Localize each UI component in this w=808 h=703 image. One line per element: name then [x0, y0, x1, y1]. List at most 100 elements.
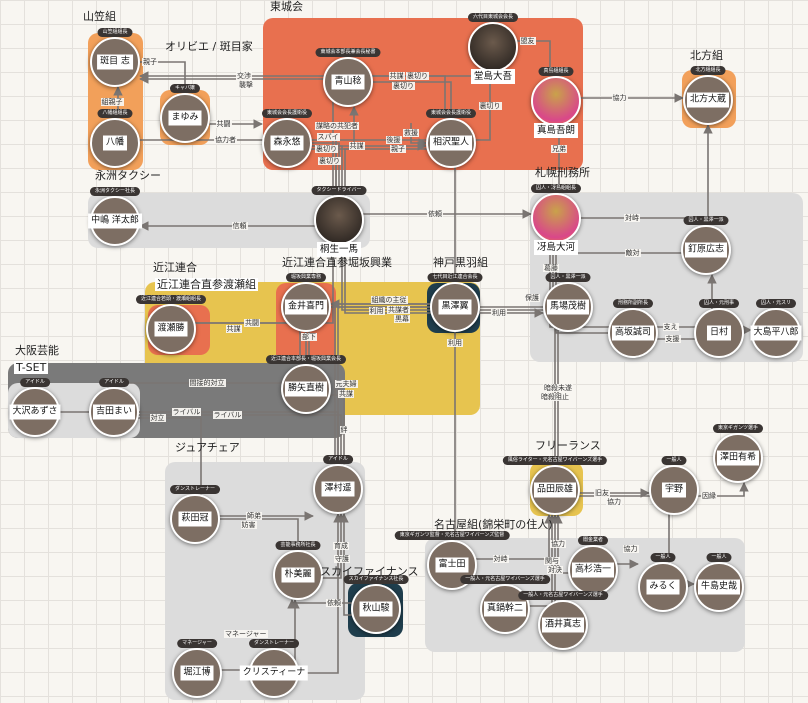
character-node-kanai[interactable]: 堀坂興業専務金井喜門 — [281, 273, 331, 332]
character-node-haruka[interactable]: アイドル澤村遥 — [313, 455, 363, 514]
character-node-christina[interactable]: ダンストレーナークリスティーナ — [239, 639, 309, 698]
edge-label: 襲撃 — [238, 81, 254, 89]
edge-label: ライバル — [212, 411, 243, 419]
character-node-dojima[interactable]: 六代目東城会会長堂島大吾 — [467, 13, 519, 84]
character-node-park[interactable]: 芸能事務所社長朴美麗 — [273, 541, 323, 600]
character-name: 大沢あずさ — [9, 404, 61, 420]
role-badge: 山笠組組長 — [97, 28, 133, 37]
edge-label: 共闘 — [244, 319, 260, 327]
edge-yoshida-haruka — [114, 414, 346, 465]
role-badge: タクシードライバー — [311, 186, 367, 195]
character-node-nakajima[interactable]: 永洲タクシー社長中嶋 洋太郎 — [88, 187, 142, 246]
edge-osawa-haruka — [35, 411, 343, 465]
character-name: 高坂誠司 — [611, 325, 655, 341]
character-node-miruku[interactable]: 一般人みるく — [638, 553, 688, 612]
group-label-sapporo: 札幌刑務所 — [535, 166, 590, 179]
edge-label: 裏切り — [392, 82, 415, 90]
edge-label: 絆 — [339, 425, 349, 434]
character-node-kosaka[interactable]: 刑務所副所長高坂誠司 — [608, 299, 658, 358]
character-name: 萩田冠 — [178, 511, 212, 527]
character-node-oshima[interactable]: 囚人・元スリ大島平八郎 — [750, 299, 802, 358]
role-badge: キャバ嬢 — [169, 84, 201, 93]
character-name: 大島平八郎 — [750, 325, 802, 341]
role-badge: 近江連合若頭・渡瀬組組長 — [135, 295, 207, 304]
character-node-uno[interactable]: 一般人宇野 — [649, 456, 699, 515]
edge-label: 兄弟 — [551, 144, 567, 153]
character-node-osawa[interactable]: アイドル大沢あずさ — [9, 378, 61, 437]
role-badge: マネージャー — [177, 639, 217, 648]
group-label-nagoya: 名古屋組(錦栄町の住人) — [434, 518, 553, 531]
role-badge: 芸能事務所社長 — [275, 541, 321, 550]
character-name: 釘原広志 — [684, 242, 728, 258]
character-node-aoyama[interactable]: 東城会本部長兼会長秘書青山稔 — [315, 48, 381, 107]
character-node-horie[interactable]: マネージャー堀江博 — [172, 639, 222, 698]
character-node-majima[interactable]: 真島組組長真島吾朗 — [531, 67, 581, 138]
character-node-watase_k[interactable]: 近江連合若頭・渡瀬組組長渡瀬勝 — [135, 295, 207, 354]
character-node-saejima[interactable]: 囚人・冴島組組長冴島大河 — [530, 184, 582, 255]
edge-label: スパイ — [316, 133, 340, 141]
character-node-madarame[interactable]: 山笠組組長斑目 志 — [90, 28, 140, 87]
character-name: 澤村遥 — [321, 481, 355, 497]
character-name: 勝矢直樹 — [284, 381, 328, 397]
character-name: 斑目 志 — [97, 54, 133, 70]
edge-kurosawa-kiryu — [340, 244, 455, 314]
character-node-ushijima[interactable]: 一般人牛島史哉 — [694, 553, 744, 612]
edge-label: 共謀 — [388, 72, 405, 80]
role-badge: 囚人・冴島組組長 — [530, 184, 582, 193]
edge-label: 対峙 — [624, 214, 640, 222]
character-node-hagita[interactable]: ダンストレーナー萩田冠 — [170, 485, 220, 544]
character-name: 渡瀬勝 — [154, 321, 188, 337]
character-name: 品田辰雄 — [533, 482, 577, 498]
group-label-freelance: フリーランス — [535, 439, 601, 452]
character-node-kugihara[interactable]: 囚人・黒澤一派釘原広志 — [681, 216, 731, 275]
character-node-mayumi[interactable]: キャバ嬢まゆみ — [160, 84, 210, 143]
edge-label: 協力 — [622, 545, 639, 553]
character-name: 牛島史哉 — [697, 579, 741, 595]
character-node-himura[interactable]: 囚人・元刑事日村 — [694, 299, 744, 358]
character-node-yahata[interactable]: 八幡組組長八幡 — [90, 109, 140, 168]
edge-label: 依頼 — [326, 599, 342, 607]
character-name: 青山稔 — [331, 74, 365, 90]
character-name: 金井喜門 — [284, 299, 328, 315]
character-node-katsuya[interactable]: 近江連合本部長・堀坂興業会長勝矢直樹 — [265, 355, 347, 414]
edge-label: 交渉 — [236, 72, 252, 80]
character-node-takasugi[interactable]: 闇金業者高杉浩一 — [568, 536, 618, 595]
character-node-kiryu[interactable]: タクシードライバー桐生一馬 — [311, 186, 367, 257]
edge-label: 間接的対立 — [188, 379, 226, 387]
character-name: 黒澤翼 — [438, 299, 472, 315]
character-node-yoshida[interactable]: アイドル吉田まい — [89, 378, 139, 437]
character-name: 吉田まい — [92, 404, 136, 420]
character-node-aizawa[interactable]: 東城会会長護衛役相沢聖人 — [425, 109, 477, 168]
character-node-kurosawa[interactable]: 七代目近江連合会長黒澤翼 — [427, 273, 483, 332]
edge-label: 依頼 — [427, 210, 443, 218]
group-label-shuachair: ジュアチェア — [175, 441, 240, 454]
role-badge: 囚人・元スリ — [755, 299, 797, 308]
character-name: 中嶋 洋太郎 — [88, 213, 142, 229]
character-node-akiyama[interactable]: スカイファイナンス社長秋山駿 — [343, 575, 409, 634]
character-node-baba[interactable]: 囚人・黒澤一派馬場茂樹 — [543, 273, 593, 332]
role-badge: 風俗ライター・元名古屋ワイバーンズ選手 — [502, 456, 608, 465]
edge-label: 謀略の共犯者 — [315, 121, 359, 130]
edge-label: 部下 — [301, 333, 317, 341]
edge-label: 元夫婦 — [334, 380, 358, 388]
character-name: みるく — [646, 579, 680, 595]
role-badge: 一般人 — [650, 553, 676, 562]
character-node-morinaga[interactable]: 東城会会長護衛役森永悠 — [261, 109, 313, 168]
character-node-kitakata_d[interactable]: 北方組組長北方大蔵 — [683, 66, 733, 125]
edge-label: 協力 — [611, 94, 628, 102]
role-badge: 一般人・元名古屋ワイバーンズ選手 — [460, 575, 550, 584]
edge-label: 葛藤 — [543, 263, 559, 272]
group-label-olivier: オリビエ / 斑目家 — [165, 40, 253, 53]
edge-label: 協力者 — [214, 136, 237, 144]
group-label-osaka: 大阪芸能 — [15, 344, 59, 357]
character-name: クリスティーナ — [239, 665, 309, 681]
character-name: 冴島大河 — [533, 240, 579, 255]
role-badge: 東城会会長護衛役 — [261, 109, 313, 118]
role-badge: 一般人 — [661, 456, 687, 465]
character-name: 堀江博 — [180, 665, 214, 681]
role-badge: 北方組組長 — [690, 66, 726, 75]
character-node-shinada[interactable]: 風俗ライター・元名古屋ワイバーンズ選手品田辰雄 — [502, 456, 608, 515]
character-node-sakai[interactable]: 一般人・元名古屋ワイバーンズ選手酒井真志 — [518, 591, 608, 650]
edge-label: 共闘 — [215, 120, 232, 128]
character-node-sawada[interactable]: 東京ギガンツ選手澤田有希 — [712, 424, 764, 483]
